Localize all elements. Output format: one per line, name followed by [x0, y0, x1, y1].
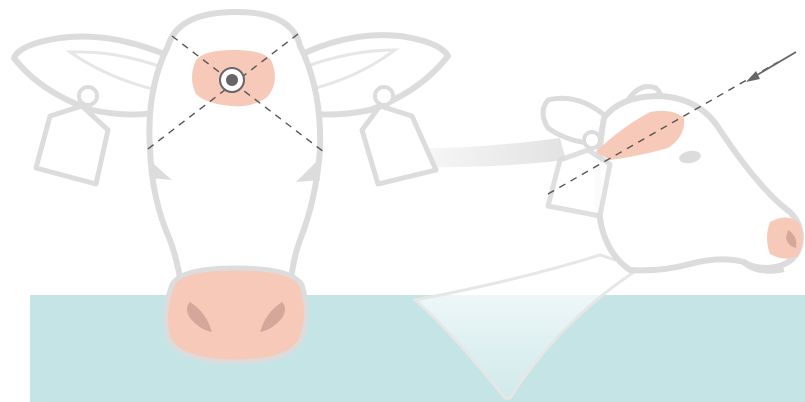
water-band [30, 295, 805, 402]
front-muzzle [165, 268, 306, 362]
shot-direction-arrow-icon [746, 52, 796, 82]
cow-head-side [543, 52, 803, 272]
side-muzzle [767, 217, 803, 258]
crosshair-target-icon [220, 68, 244, 92]
